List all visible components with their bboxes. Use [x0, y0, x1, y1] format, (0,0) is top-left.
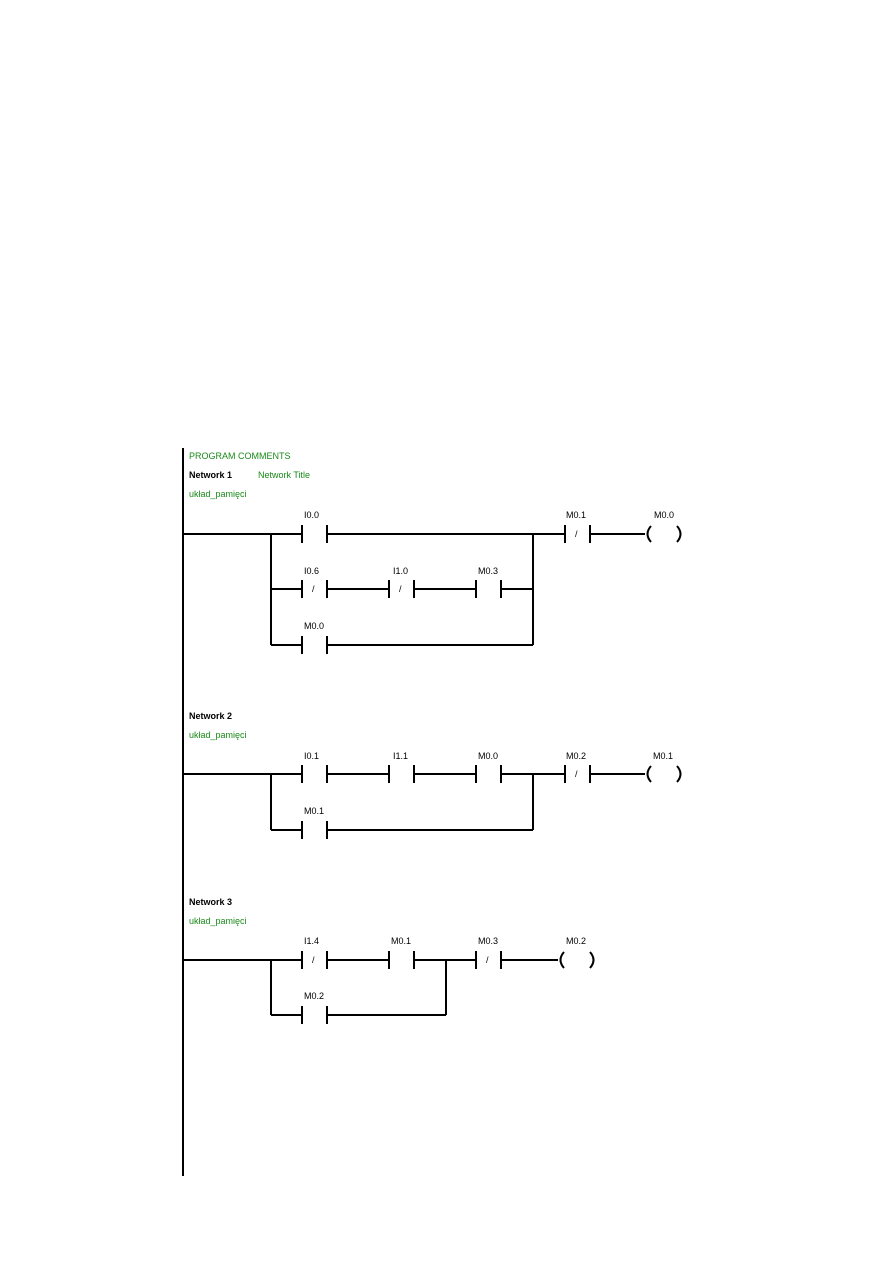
contact-label: I0.0: [304, 510, 319, 520]
contact-label: M0.1: [566, 510, 586, 520]
negation-slash: /: [575, 769, 578, 779]
coil-m0-2: M0.2: [559, 936, 595, 969]
contact-label: I1.0: [393, 566, 408, 576]
negation-slash: /: [575, 529, 578, 539]
coil-m0-0: M0.0: [646, 510, 682, 543]
program-comments: PROGRAM COMMENTS: [189, 451, 291, 461]
network-2: I0.1 I1.1 M0.0 M0.2 / M0.1 M0.1: [183, 751, 682, 839]
contact-label: M0.1: [304, 806, 324, 816]
network-1-name: Network 1: [189, 470, 232, 480]
coil-m0-1: M0.1: [646, 751, 682, 783]
contact-label: M0.1: [391, 936, 411, 946]
network-3-comment: układ_pamięci: [189, 916, 247, 926]
contact-m0-2: M0.2: [301, 991, 328, 1024]
contact-i0-0: I0.0: [301, 510, 328, 543]
contact-label: I0.1: [304, 751, 319, 761]
contact-i0-1: I0.1: [301, 751, 328, 783]
contact-i1-0-negated: I1.0 /: [388, 566, 415, 598]
coil-label: M0.1: [653, 751, 673, 761]
network-1-comment: układ_pamięci: [189, 489, 247, 499]
contact-i1-4-negated: I1.4 /: [301, 936, 328, 969]
contact-label: M0.3: [478, 566, 498, 576]
contact-m0-3: M0.3: [475, 566, 502, 598]
network-2-comment: układ_pamięci: [189, 730, 247, 740]
network-1-title: Network Title: [258, 470, 310, 480]
contact-m0-1-negated: M0.1 /: [564, 510, 591, 543]
network-1: I0.0 M0.1 / M0.0 I0.6 / I1.0 /: [183, 510, 682, 654]
contact-label: M0.0: [304, 621, 324, 631]
contact-m0-3-negated: M0.3 /: [475, 936, 502, 969]
network-3: I1.4 / M0.1 M0.3 / M0.2 M0.2: [183, 936, 595, 1024]
negation-slash: /: [312, 584, 315, 594]
contact-label: M0.2: [566, 751, 586, 761]
contact-label: M0.2: [304, 991, 324, 1001]
contact-label: M0.0: [478, 751, 498, 761]
contact-label: M0.3: [478, 936, 498, 946]
contact-m0-1: M0.1: [301, 806, 328, 839]
contact-m0-0: M0.0: [475, 751, 502, 783]
contact-i1-1: I1.1: [388, 751, 415, 783]
network-3-name: Network 3: [189, 897, 232, 907]
network-2-name: Network 2: [189, 711, 232, 721]
contact-m0-1: M0.1: [388, 936, 415, 969]
contact-m0-0: M0.0: [301, 621, 328, 654]
negation-slash: /: [486, 955, 489, 965]
negation-slash: /: [399, 584, 402, 594]
coil-label: M0.0: [654, 510, 674, 520]
contact-i0-6-negated: I0.6 /: [301, 566, 328, 598]
contact-label: I1.4: [304, 936, 319, 946]
negation-slash: /: [312, 955, 315, 965]
contact-label: I0.6: [304, 566, 319, 576]
coil-label: M0.2: [566, 936, 586, 946]
contact-label: I1.1: [393, 751, 408, 761]
contact-m0-2-negated: M0.2 /: [564, 751, 591, 783]
